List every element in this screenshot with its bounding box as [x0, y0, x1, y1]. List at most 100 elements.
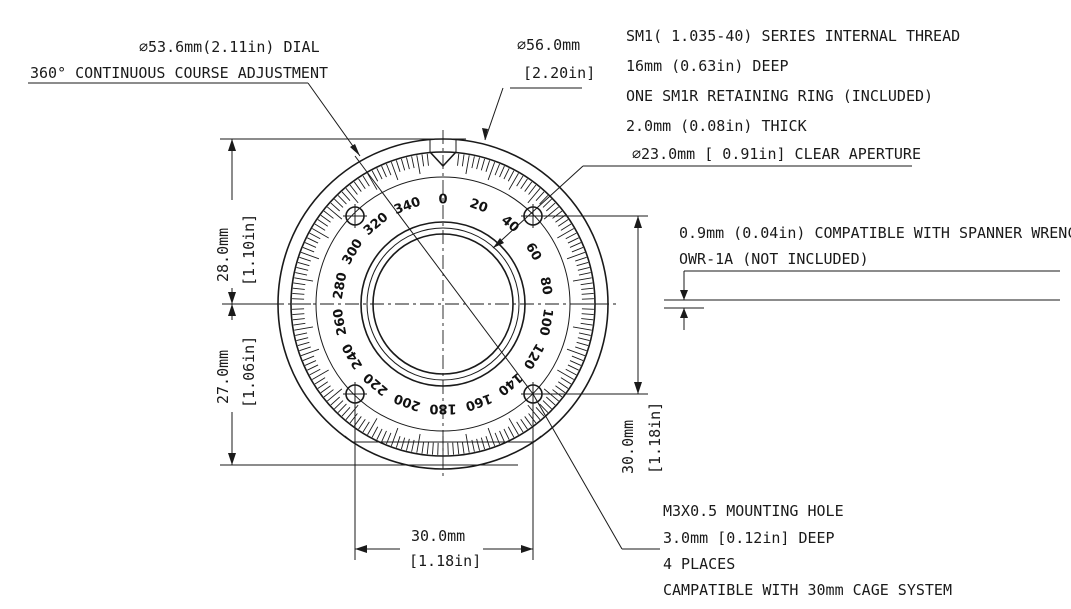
dial-tick [545, 396, 556, 406]
dial-tick [480, 158, 486, 171]
dial-tick [349, 184, 358, 195]
leader-lines [28, 82, 1060, 550]
dial-scale-label: 0 [438, 193, 447, 208]
dimension-lines [220, 138, 648, 560]
dial-tick [341, 406, 351, 417]
mount-callout-line3: 4 PLACES [663, 555, 735, 573]
dial-tick [452, 442, 454, 455]
dial-tick [293, 282, 306, 286]
dial-tick [300, 251, 320, 260]
dial-tick [581, 313, 594, 315]
dial-scale-label: 100 [536, 307, 555, 336]
outer-diameter-mm: ∅56.0mm [517, 36, 580, 54]
dial-tick [487, 161, 496, 181]
dial-tick [292, 313, 305, 315]
dial-tick [520, 178, 528, 190]
dial-scale-label: 60 [522, 240, 544, 263]
dial-tick [471, 156, 475, 169]
dial-tick [527, 404, 541, 420]
dial-tick [300, 348, 320, 357]
dial-tick [293, 322, 306, 326]
dial-tick [390, 427, 399, 447]
dial-tick [581, 318, 594, 321]
dial-tick [571, 247, 584, 253]
mount-callout-line4: CAMPATIBLE WITH 30mm CAGE SYSTEM [663, 581, 952, 599]
dial-tick [457, 153, 460, 166]
dial-tick [457, 442, 460, 455]
dial-tick [539, 195, 549, 205]
thread-callout-line3: ONE SM1R RETAINING RING (INCLUDED) [626, 87, 933, 105]
dial-tick [330, 396, 341, 406]
dial-callout-line2: 360° CONTINUOUS COURSE ADJUSTMENT [30, 64, 328, 82]
right-dim-mm: 30.0mm [619, 420, 637, 474]
spanner-callout-line1: 0.9mm (0.04in) COMPATIBLE WITH SPANNER W… [679, 224, 1071, 242]
mount-callout-line2: 3.0mm [0.12in] DEEP [663, 529, 835, 547]
dial-scale-label: 120 [520, 340, 547, 371]
dial-tick-marks [292, 153, 594, 455]
dial-tick [327, 206, 343, 220]
dial-tick [400, 158, 406, 171]
dial-tick [528, 413, 537, 424]
callout-notes: ∅53.6mm(2.11in) DIAL 360° CONTINUOUS COU… [30, 27, 1071, 599]
dial-tick [390, 161, 399, 181]
dial-tick [557, 369, 574, 380]
centerlines [270, 130, 620, 478]
dial-tick [327, 388, 343, 402]
dial-tick [576, 261, 589, 267]
dial-tick [516, 421, 524, 433]
dial-tick [309, 368, 321, 376]
dial-tick [552, 210, 563, 219]
dial-tick [345, 404, 359, 420]
dial-tick [295, 272, 308, 276]
dial-tick [371, 170, 379, 182]
dial-tick [323, 389, 334, 398]
dial-scale-label: 160 [463, 390, 494, 413]
dial-tick [294, 277, 314, 282]
dial-tick [567, 237, 579, 244]
dial-tick [320, 214, 331, 223]
dial-tick [560, 223, 572, 231]
dial-tick [381, 430, 387, 443]
dial-scale-label: 20 [468, 196, 490, 216]
mounting-holes [343, 204, 545, 406]
dial-tick [567, 364, 579, 371]
dial-tick [406, 157, 410, 170]
dial-tick [480, 437, 486, 450]
dial-tick [507, 426, 515, 438]
dial-tick [296, 337, 309, 341]
dial-tick [569, 360, 582, 366]
dial-tick [400, 437, 406, 450]
dial-tick [557, 219, 569, 227]
dial-scale-label: 140 [495, 369, 525, 398]
dial-tick [307, 237, 319, 244]
dial-tick [341, 191, 351, 202]
dial-tick [292, 318, 305, 321]
dial-tick [580, 322, 593, 326]
dial-tick [542, 198, 552, 208]
dial-tick [503, 168, 510, 180]
dial-tick [485, 436, 491, 448]
dial-tick [334, 198, 344, 208]
dial-tick [395, 160, 401, 172]
dial-tick [317, 381, 329, 389]
dial-tick [557, 381, 569, 389]
dial-tick [580, 282, 593, 286]
dial-tick [362, 421, 370, 433]
dial-tick [476, 438, 480, 451]
bottom-dim-mm: 30.0mm [411, 527, 465, 545]
dial-tick [571, 355, 584, 361]
dial-tick [314, 223, 326, 231]
dial-tick [507, 170, 515, 182]
dial-tick [535, 191, 545, 202]
dial-tick [465, 433, 470, 453]
dial-tick [471, 439, 475, 452]
dial-tick [299, 346, 311, 352]
right-dim-in: [1.18in] [646, 402, 664, 474]
thread-callout-line4: 2.0mm (0.08in) THICK [626, 117, 807, 135]
aperture-callout: ∅23.0mm [ 0.91in] CLEAR APERTURE [632, 145, 921, 163]
dial-tick [334, 400, 344, 410]
dial-tick [543, 388, 559, 402]
dial-tick [461, 154, 465, 167]
dial-tick [543, 206, 559, 220]
dial-tick [353, 181, 362, 192]
